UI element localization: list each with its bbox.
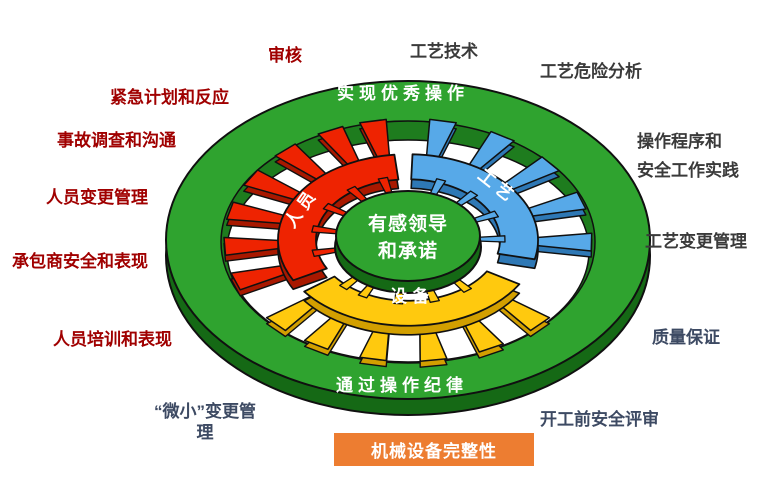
callout-quality-assurance: 质量保证	[652, 328, 720, 347]
callout-minor-change-line2: 理	[196, 423, 214, 442]
ring-top-label: 实现优秀操作	[337, 83, 469, 103]
callout-contractor-safety: 承包商安全和表现	[12, 252, 148, 271]
mechanical-integrity-banner: 机械设备完整性	[334, 433, 534, 466]
hub-ellipse	[335, 190, 481, 282]
callout-operating-procedures-line2: 安全工作实践	[637, 161, 739, 180]
callout-personnel-training: 人员培训和表现	[53, 330, 172, 349]
callout-operating-procedures: 操作程序和 安全工作实践	[637, 127, 739, 185]
callout-operating-procedures-line1: 操作程序和	[637, 132, 722, 151]
callout-prestartup-safety-review: 开工前安全评审	[540, 410, 659, 429]
callout-process-technology: 工艺技术	[410, 42, 478, 61]
callout-personnel-moc: 人员变更管理	[46, 188, 148, 207]
callout-emergency-planning: 紧急计划和反应	[110, 88, 229, 107]
callout-process-moc: 工艺变更管理	[645, 232, 747, 251]
sector-layer	[223, 118, 593, 368]
callout-minor-change-mgmt: “微小”变更管 理	[128, 401, 282, 443]
equipment-sector-label: 设备	[390, 286, 434, 306]
callout-audit: 审核	[268, 46, 302, 65]
callout-minor-change-line1: “微小”变更管	[154, 402, 256, 421]
hub-label-line2: 和承诺	[378, 239, 438, 262]
equipment-sector-band	[303, 270, 521, 327]
hub-label-line1: 有感领导	[368, 212, 448, 235]
ring-bottom-label: 通过操作纪律	[336, 375, 468, 395]
callout-incident-investigation: 事故调查和沟通	[57, 131, 176, 150]
callout-process-hazard-analysis: 工艺危险分析	[540, 62, 642, 81]
